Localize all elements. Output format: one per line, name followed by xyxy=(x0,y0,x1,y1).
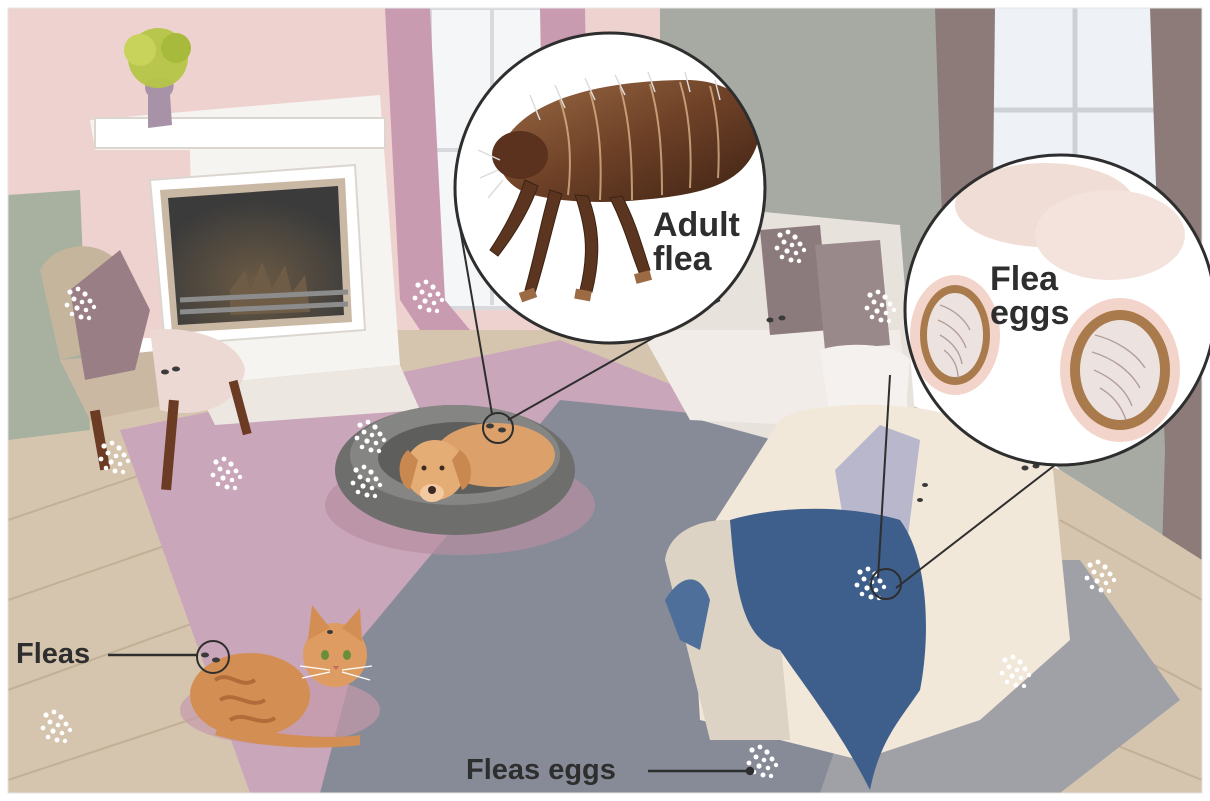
fleas-eggs-label: Fleas eggs xyxy=(466,756,616,785)
adult-flea-label: Adult flea xyxy=(653,208,740,276)
fleas-label: Fleas xyxy=(16,640,90,669)
adult-flea-zoom xyxy=(455,33,765,343)
flea-eggs-zoom-label-line2: eggs xyxy=(990,296,1069,330)
flea-eggs-zoom-label: Flea eggs xyxy=(990,262,1069,330)
flea-eggs-zoom-label-line1: Flea xyxy=(990,262,1069,296)
adult-flea-label-line2: flea xyxy=(653,242,740,276)
adult-flea-label-line1: Adult xyxy=(653,208,740,242)
